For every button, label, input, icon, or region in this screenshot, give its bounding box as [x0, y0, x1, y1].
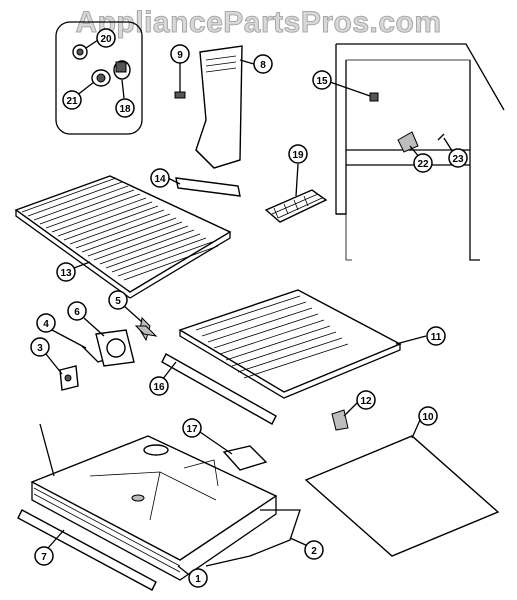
callout-20-label: 20 — [100, 34, 112, 45]
part-12-clip — [331, 409, 349, 431]
callout-15: 15 — [312, 70, 332, 90]
callout-22: 22 — [413, 153, 433, 173]
callout-1: 1 — [188, 568, 208, 588]
callout-5: 5 — [108, 290, 128, 310]
callout-4: 4 — [36, 313, 56, 333]
callout-23: 23 — [448, 148, 468, 168]
callout-14-label: 14 — [154, 174, 166, 185]
part-19-ice-tray — [264, 189, 328, 223]
callout-8: 8 — [253, 54, 273, 74]
callout-3-label: 3 — [37, 343, 43, 354]
callout-7-label: 7 — [41, 552, 47, 563]
callout-16: 16 — [149, 376, 169, 396]
callout-11: 11 — [426, 326, 446, 346]
callout-4-label: 4 — [43, 319, 49, 330]
callout-16-label: 16 — [153, 382, 165, 393]
part-7-strip — [17, 423, 157, 591]
part-13-wire-shelf — [14, 175, 232, 299]
callout-11-label: 11 — [431, 332, 442, 343]
callout-18: 18 — [115, 98, 135, 118]
callout-19: 19 — [288, 144, 308, 164]
part-5-fan-blade — [134, 316, 158, 342]
callout-21: 21 — [62, 90, 82, 110]
callout-1-label: 1 — [195, 574, 201, 585]
callout-13: 13 — [56, 262, 76, 282]
callout-7: 7 — [34, 546, 54, 566]
part-14-bar — [175, 177, 241, 197]
part-1-base-frame — [30, 435, 278, 581]
part-16-trim — [161, 353, 277, 425]
cabinet — [335, 43, 505, 261]
callout-6: 6 — [67, 301, 87, 321]
part-11-glass-shelf — [178, 289, 402, 399]
callout-12: 12 — [356, 390, 376, 410]
part-10-panel — [304, 435, 500, 557]
callout-9-label: 9 — [177, 50, 183, 61]
callout-2-label: 2 — [311, 546, 317, 557]
part-3-thermostat — [59, 365, 79, 391]
callout-22-label: 22 — [417, 159, 429, 170]
callout-10: 10 — [418, 406, 438, 426]
part-8-panel — [195, 45, 243, 169]
leader-lines — [45, 39, 455, 575]
callout-19-label: 19 — [292, 150, 304, 161]
callout-15-label: 15 — [316, 76, 328, 87]
callout-8-label: 8 — [260, 60, 266, 71]
callout-14: 14 — [150, 168, 170, 188]
callout-10-label: 10 — [422, 412, 434, 423]
callout-9: 9 — [170, 44, 190, 64]
callout-12-label: 12 — [360, 396, 372, 407]
part-9-screw — [174, 66, 186, 99]
callout-5-label: 5 — [115, 296, 121, 307]
callout-13-label: 13 — [60, 268, 72, 279]
callout-3: 3 — [30, 337, 50, 357]
inset-box — [55, 21, 143, 135]
callout-20: 20 — [96, 28, 116, 48]
watermark: AppliancePartsPros.com — [75, 6, 442, 40]
part-2-rail — [205, 509, 301, 567]
callout-6-label: 6 — [74, 307, 80, 318]
callout-21-label: 21 — [66, 96, 78, 107]
callout-17: 17 — [182, 418, 202, 438]
part-17-cover — [222, 445, 268, 471]
callout-17-label: 17 — [186, 424, 198, 435]
callout-23-label: 23 — [452, 154, 464, 165]
part-6-fan-shroud — [95, 329, 135, 367]
callout-2: 2 — [304, 540, 324, 560]
callout-18-label: 18 — [119, 104, 131, 115]
